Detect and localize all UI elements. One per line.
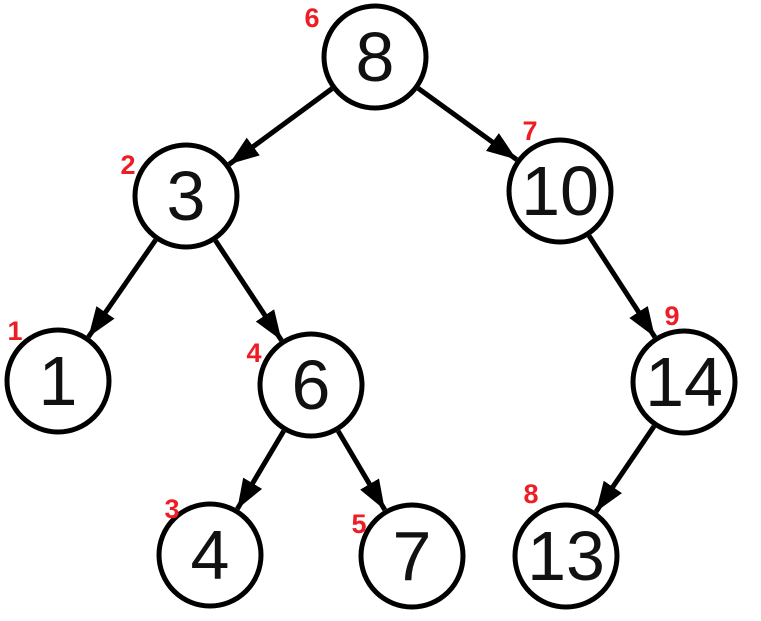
order-label-6: 6 [304, 3, 319, 33]
order-label-9: 9 [664, 301, 679, 331]
tree-edge-n3-n1 [86, 238, 158, 339]
node-circle-13 [512, 502, 620, 610]
order-label-5: 5 [351, 509, 366, 539]
tree-node-8: 86 [304, 3, 429, 111]
node-circle-3 [132, 142, 240, 250]
node-value-4: 4 [191, 516, 230, 594]
order-label-8: 8 [523, 479, 538, 509]
tree-edge-n6-n4 [235, 429, 286, 511]
node-value-13: 13 [527, 517, 605, 595]
tree-node-1: 11 [4, 316, 112, 435]
order-label-2: 2 [120, 150, 135, 180]
node-value-1: 1 [39, 342, 78, 420]
node-circle-7 [358, 502, 466, 610]
node-value-10: 10 [521, 152, 599, 230]
node-value-3: 3 [167, 157, 206, 235]
node-value-14: 14 [645, 343, 723, 421]
node-circle-4 [156, 501, 264, 609]
tree-node-4: 43 [156, 494, 264, 609]
node-value-7: 7 [393, 517, 432, 595]
tree-edge-n3-n6 [213, 239, 284, 342]
tree-node-14: 149 [630, 301, 738, 436]
tree-node-6: 64 [246, 331, 365, 439]
node-circle-6 [257, 331, 365, 439]
tree-edge-n8-n3 [227, 86, 334, 167]
tree-edge-n14-n13 [593, 424, 657, 514]
tree-node-7: 75 [351, 502, 466, 610]
tree-node-3: 32 [120, 142, 240, 250]
tree-edge-n10-n14 [587, 234, 657, 339]
tree-edge-n6-n7 [336, 429, 387, 512]
order-label-3: 3 [164, 494, 179, 524]
order-label-7: 7 [522, 116, 537, 146]
tree-node-10: 107 [506, 116, 614, 245]
node-value-6: 6 [292, 346, 331, 424]
order-label-1: 1 [7, 316, 22, 346]
node-value-8: 8 [356, 18, 395, 96]
tree-node-13: 138 [512, 479, 620, 610]
node-circle-1 [4, 327, 112, 435]
node-circle-10 [506, 137, 614, 245]
node-circle-8 [321, 3, 429, 111]
tree-edge-n8-n10 [416, 86, 519, 162]
node-circle-14 [630, 328, 738, 436]
order-label-4: 4 [246, 338, 261, 368]
